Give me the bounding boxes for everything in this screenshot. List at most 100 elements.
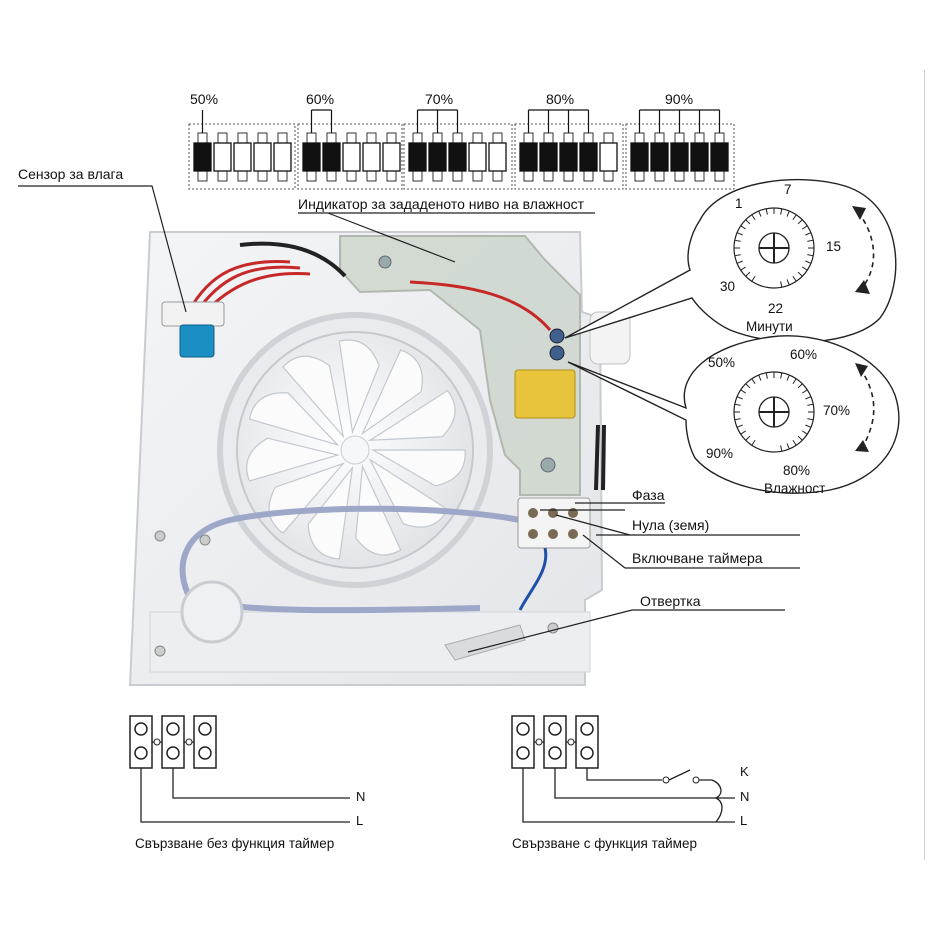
- dip-switch: [213, 142, 232, 172]
- fan-blade: [360, 349, 423, 436]
- dip-pin-bottom: [237, 170, 248, 182]
- dip-pin-top: [306, 132, 317, 144]
- fan-body: [128, 231, 631, 686]
- page-edge-line: [924, 70, 925, 860]
- dip-switch: [539, 142, 558, 172]
- dip-switch: [428, 142, 447, 172]
- dip-label-70: 70%: [425, 91, 454, 107]
- dip-switch: [302, 142, 321, 172]
- timer-dial-callout: [564, 178, 897, 343]
- dip-pin-bottom: [472, 170, 483, 182]
- dip-pin-top: [472, 132, 483, 144]
- dip-switch: [710, 142, 729, 172]
- timer-value-15: 15: [826, 239, 842, 254]
- dip-pin-bottom: [583, 170, 594, 182]
- timer-value-22: 22: [768, 301, 784, 316]
- dip-pin-bottom: [674, 170, 685, 182]
- dip-pin-top: [694, 132, 705, 144]
- dip-switch: [519, 142, 538, 172]
- right-terminal-l: L: [740, 813, 748, 828]
- humidity-sensor-label: Сензор за влага: [18, 166, 124, 182]
- timer-value-7: 7: [784, 182, 792, 197]
- dip-pin-bottom: [306, 170, 317, 182]
- right-terminal-k: K: [740, 764, 749, 779]
- dip-pin-bottom: [366, 170, 377, 182]
- dip-pin-top: [257, 132, 268, 144]
- dip-pin-top: [197, 132, 208, 144]
- dip-pin-bottom: [654, 170, 665, 182]
- dip-label-60: 60%: [306, 91, 335, 107]
- dip-switch: [630, 142, 649, 172]
- dip-group-frame: [297, 123, 403, 190]
- dip-pin-top: [583, 132, 594, 144]
- dip-switch: [559, 142, 578, 172]
- humidity-dial: [733, 371, 815, 453]
- phase-label: Фаза: [632, 487, 665, 503]
- timer-switch: [668, 769, 691, 781]
- humidity-caption: Влажност: [764, 481, 826, 496]
- dip-pin-top: [523, 132, 534, 144]
- dip-pin-bottom: [634, 170, 645, 182]
- fan-blade: [246, 437, 341, 482]
- humidity-dial-callout: [567, 335, 900, 494]
- dip-label-90: 90%: [665, 91, 694, 107]
- dip-pin-top: [654, 132, 665, 144]
- dip-switch: [233, 142, 252, 172]
- dip-switch: [273, 142, 292, 172]
- dip-switch: [448, 142, 467, 172]
- dip-pin-top: [603, 132, 614, 144]
- dip-pin-bottom: [523, 170, 534, 182]
- rotation-arrows: [857, 211, 875, 449]
- dip-switch: [599, 142, 618, 172]
- dip-pin-top: [492, 132, 503, 144]
- dip-label-50: 50%: [190, 91, 219, 107]
- timer-value-30: 30: [720, 279, 736, 294]
- left-terminal-n: N: [356, 789, 366, 804]
- dip-pin-bottom: [257, 170, 268, 182]
- dip-pin-top: [217, 132, 228, 144]
- dip-switch: [670, 142, 689, 172]
- dip-switch: [579, 142, 598, 172]
- dip-switch: [468, 142, 487, 172]
- dip-pin-bottom: [492, 170, 503, 182]
- right-terminal-n: N: [740, 789, 750, 804]
- humidity-sensor: [161, 301, 225, 327]
- dip-pin-top: [412, 132, 423, 144]
- dip-switch: [342, 142, 361, 172]
- dip-pin-bottom: [694, 170, 705, 182]
- left-terminal-l: L: [356, 813, 364, 828]
- dip-pin-top: [674, 132, 685, 144]
- dip-pin-bottom: [412, 170, 423, 182]
- dip-pin-bottom: [452, 170, 463, 182]
- dip-switch: [322, 142, 341, 172]
- leader-lines: [18, 185, 800, 653]
- neutral-label: Нула (земя): [632, 517, 710, 533]
- dip-pin-bottom: [714, 170, 725, 182]
- humidity-indicator-label: Индикатор за зададеното ниво на влажност: [298, 196, 585, 212]
- fan-blade: [338, 339, 380, 435]
- dip-switch: [690, 142, 709, 172]
- dip-switch: [488, 142, 507, 172]
- dip-pin-top: [326, 132, 337, 144]
- dip-switch: [382, 142, 401, 172]
- dip-pin-bottom: [277, 170, 288, 182]
- dip-pin-top: [452, 132, 463, 144]
- timer-value-1: 1: [735, 196, 743, 211]
- screwdriver-label: Отвертка: [640, 593, 701, 609]
- dip-pin-bottom: [386, 170, 397, 182]
- fan-blade: [282, 355, 345, 439]
- dip-pin-bottom: [326, 170, 337, 182]
- wiring-with-timer: [511, 715, 735, 823]
- dip-pin-top: [543, 132, 554, 144]
- terminal-block: [517, 497, 591, 549]
- fan-blade: [307, 465, 354, 560]
- right-wiring-caption: Свързване с функция таймер: [512, 836, 697, 851]
- dip-pin-bottom: [563, 170, 574, 182]
- dip-pin-top: [346, 132, 357, 144]
- dip-pin-top: [277, 132, 288, 144]
- dip-pin-top: [366, 132, 377, 144]
- dip-pin-top: [634, 132, 645, 144]
- left-wiring-caption: Свързване без функция таймер: [135, 836, 335, 851]
- dip-label-80: 80%: [546, 91, 575, 107]
